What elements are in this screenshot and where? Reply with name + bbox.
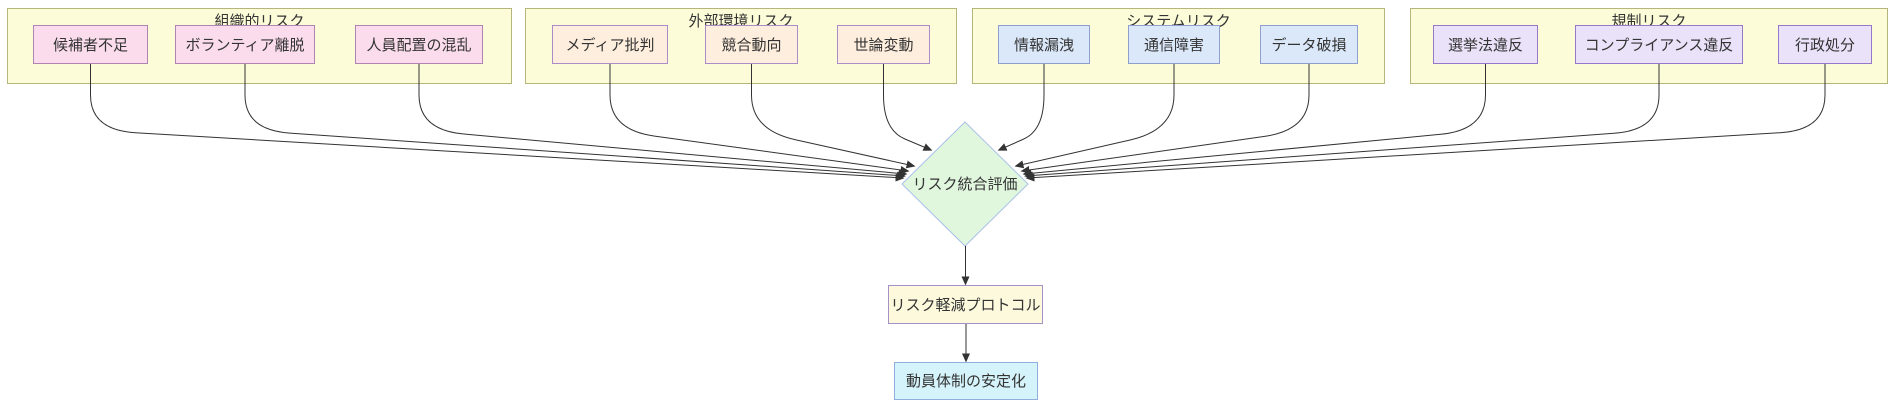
- node-label: 動員体制の安定化: [905, 372, 1026, 390]
- node-kouho: 候補者不足: [33, 25, 148, 64]
- node-label: リスク軽減プロトコル: [890, 295, 1041, 314]
- node-label: 情報漏洩: [1013, 35, 1074, 54]
- node-label: リスク統合評価: [912, 175, 1018, 193]
- node-label: 候補者不足: [52, 35, 128, 54]
- node-antei: 動員体制の安定化: [894, 362, 1038, 400]
- node-gyousei: 行政処分: [1778, 25, 1872, 64]
- node-volunteer: ボランティア離脱: [175, 25, 315, 64]
- node-tsuushin: 通信障害: [1128, 25, 1220, 64]
- node-label: コンプライアンス違反: [1584, 35, 1734, 54]
- node-hason: データ破損: [1260, 25, 1358, 64]
- node-kyougou: 競合動向: [705, 25, 798, 64]
- node-label: 通信障害: [1143, 35, 1204, 54]
- node-label: メディア批判: [565, 35, 655, 54]
- node-label: 行政処分: [1794, 35, 1855, 54]
- node-senkyo: 選挙法違反: [1433, 25, 1538, 64]
- node-label: 選挙法違反: [1447, 35, 1523, 54]
- node-label: ボランティア離脱: [185, 35, 305, 54]
- decision-node-label-hyoka: リスク統合評価: [902, 122, 1028, 246]
- node-jinin: 人員配置の混乱: [355, 25, 483, 64]
- node-label: データ破損: [1271, 35, 1347, 54]
- node-keigen: リスク軽減プロトコル: [888, 285, 1043, 324]
- node-jouhou: 情報漏洩: [998, 25, 1090, 64]
- node-label: 世論変動: [853, 35, 914, 54]
- node-compliance: コンプライアンス違反: [1575, 25, 1743, 64]
- node-label: 競合動向: [721, 35, 782, 54]
- node-label: 人員配置の混乱: [366, 35, 472, 54]
- node-seron: 世論変動: [837, 25, 930, 64]
- node-media: メディア批判: [552, 25, 668, 64]
